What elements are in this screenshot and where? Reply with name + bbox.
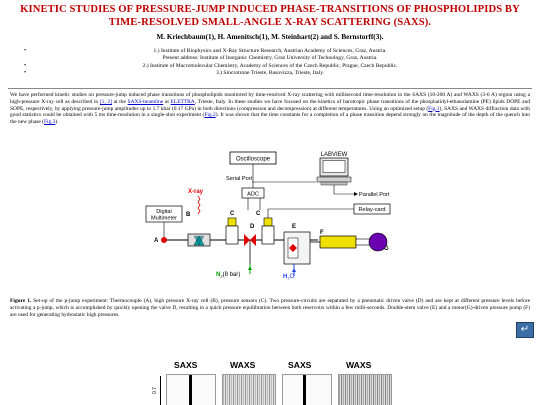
label-d: D [250,224,255,230]
n2-label: N2(8 bar) [216,272,240,279]
affiliations: • 1.) Institute of Biophysics and X-Ray … [10,48,530,78]
parallel-port-label: Parallel Port [359,192,390,198]
adc-label: ADC [247,192,259,198]
caption-text: Set-up of the p-jump experiment: Thermoc… [10,298,530,318]
authors: M. Kriechbaum(1), H. Amenitsch(1), M. St… [156,33,384,41]
horizontal-rule [8,88,532,89]
bullet: • [23,70,27,77]
return-button[interactable]: ↵ [516,322,534,338]
multimeter-label: Multimeter [151,216,177,222]
serial-port-label: Serial Port [226,176,253,182]
relay-card-label: Relay-card [358,207,385,213]
label-g: G [384,246,389,252]
affiliation-text: 2.) Institute of Macromolecular Chemistr… [142,62,398,69]
abstract: We have performed kinetic studies on pre… [10,92,530,126]
affiliation-line: • 2.) Institute of Macromolecular Chemis… [10,63,530,70]
axis-tick: 0.7 [152,387,158,394]
saxs-label: SAXS [174,360,198,370]
caption-label: Figure 1. [10,298,32,304]
fig3-link[interactable]: Fig.3 [43,119,56,126]
labview-label: LABVIEW [321,152,348,158]
bullet-spacer [10,55,40,62]
thermocouple [161,237,167,243]
label-f: F [320,230,324,236]
adc-box: ADC [241,187,265,199]
fig1-link[interactable]: Fig.1 [428,105,440,112]
axis-line [160,376,161,405]
digital-label: Digital [156,209,172,215]
saxs-label: SAXS [288,360,312,370]
abstract-text: ), SAXS and WAXS diffraction data with g… [10,105,530,119]
digital-multimeter: Digital Multimeter [145,205,183,223]
label-a: A [154,238,159,244]
h2o-label: H2O [283,274,295,281]
ref-link[interactable]: [1, 2] [99,98,112,105]
abstract-text: We have performed kinetic studies on pre… [10,92,530,105]
figure-caption: Figure 1. Set-up of the p-jump experimen… [10,298,530,318]
oscilloscope-label: Oscilloscope [236,157,271,163]
affiliation-line: • 3.) Sincrotrone Trieste, Basovizza, Tr… [10,70,530,77]
saxs-panel [282,374,332,405]
bullet: • [23,48,27,54]
computer-icon: LABVIEW [316,152,352,186]
pressure-sensor [227,217,237,227]
bullet: • [23,62,27,69]
pressure-pump [319,235,357,249]
page-title: KINETIC STUDIES OF PRESSURE-JUMP INDUCED… [20,4,520,28]
affiliation-text: Present address: Institute of Inorganic … [162,55,378,62]
waxs-panel [222,374,276,405]
waxs-panel [338,374,392,405]
affiliation-line: Present address: Institute of Inorganic … [10,55,530,62]
saxs-panel [166,374,216,405]
abstract-text: ). [55,119,59,126]
saxs-beamline-link[interactable]: SAXS-beamline [127,98,164,105]
abstract-text: at the [111,98,128,105]
setup-diagram: Oscilloscope LABVIEW Serial Port Paralle… [88,148,428,288]
relay-card-box: Relay-card [353,203,391,215]
abstract-text: , Trieste, Italy. In these studies we ha… [10,98,531,112]
waxs-label: WAXS [346,360,372,370]
abstract-text: ). It was shown that the time constants … [10,112,530,126]
return-arrow-icon: ↵ [520,324,530,335]
motor [368,232,388,252]
xray-label: X-ray [188,189,204,195]
abstract-text: at [163,98,171,105]
affiliation-text: 1.) Institute of Biophysics and X-Ray St… [153,48,387,54]
pressure-sensor [263,217,273,227]
label-e: E [292,224,296,230]
elettra-link[interactable]: ELETTRA [170,98,195,105]
fig2-link[interactable]: Fig.2 [204,112,216,119]
label-b: B [186,212,191,218]
affiliation-text: 3.) Sincrotrone Trieste, Basovizza, Trie… [215,70,325,77]
affiliation-line: • 1.) Institute of Biophysics and X-Ray … [10,48,530,55]
figure2-preview: SAXS WAXS SAXS WAXS 0.7 [150,358,410,405]
waxs-label: WAXS [230,360,256,370]
label-c: C [256,211,261,217]
label-c: C [230,211,235,217]
oscilloscope-box: Oscilloscope [229,151,277,165]
